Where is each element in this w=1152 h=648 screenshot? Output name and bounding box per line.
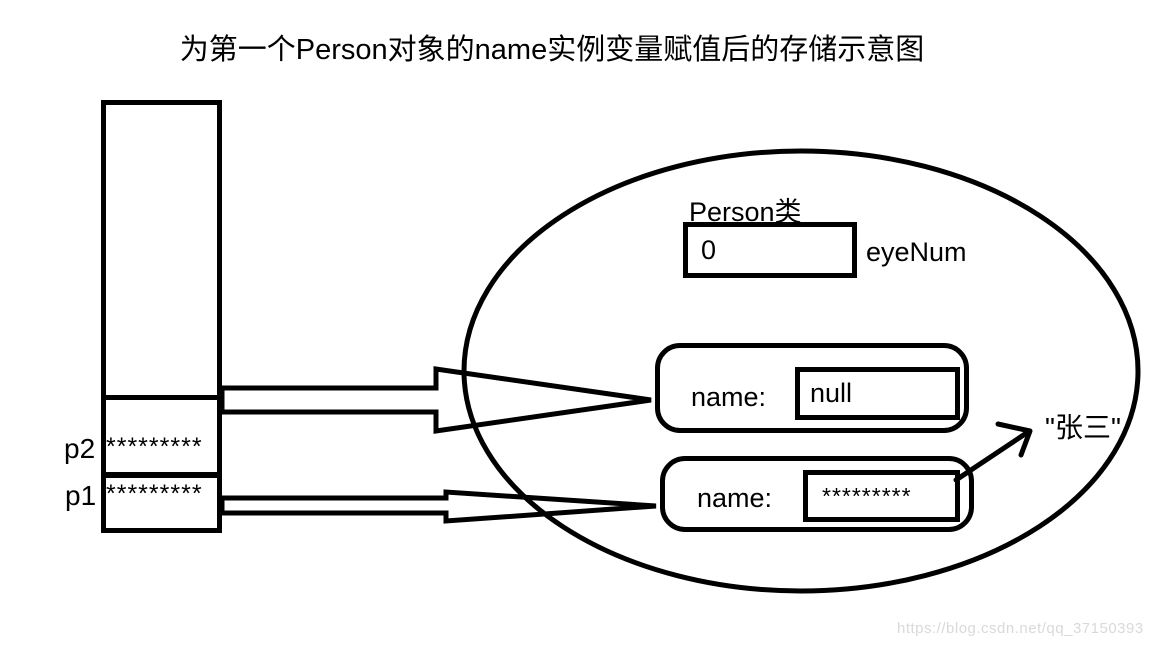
- p1-pointer-arrow: [219, 489, 657, 524]
- eyenum-field-label: eyeNum: [866, 237, 967, 267]
- object1-name-value: null: [810, 378, 853, 408]
- p2-pointer-arrow: [219, 366, 652, 434]
- stack-frame-box: [101, 100, 222, 533]
- eyenum-field-box: 0: [683, 222, 857, 278]
- string-literal-label: "张三": [1045, 412, 1121, 443]
- p2-pointer-value: *********: [106, 433, 203, 461]
- stack-divider-top: [103, 395, 220, 400]
- watermark: https://blog.csdn.net/qq_37150393: [897, 620, 1144, 637]
- p2-pointer-label: p2: [64, 433, 96, 464]
- object1-name-field-label: name:: [691, 382, 767, 412]
- object2-name-value-box: *********: [803, 470, 960, 522]
- diagram-title: 为第一个Person对象的name实例变量赋值后的存储示意图: [179, 34, 925, 66]
- stack-divider-bottom: [103, 472, 220, 478]
- name-to-string-arrowhead: [995, 421, 1033, 458]
- person-object1-box: [655, 343, 969, 433]
- object1-name-value-box: null: [795, 367, 960, 420]
- object2-name-value: *********: [822, 482, 912, 509]
- eyenum-field-value: 0: [701, 234, 717, 265]
- object2-name-field-label: name:: [697, 483, 773, 513]
- p1-pointer-value: *********: [106, 480, 203, 508]
- person-object2-box: [660, 456, 974, 532]
- p1-pointer-label: p1: [65, 480, 97, 511]
